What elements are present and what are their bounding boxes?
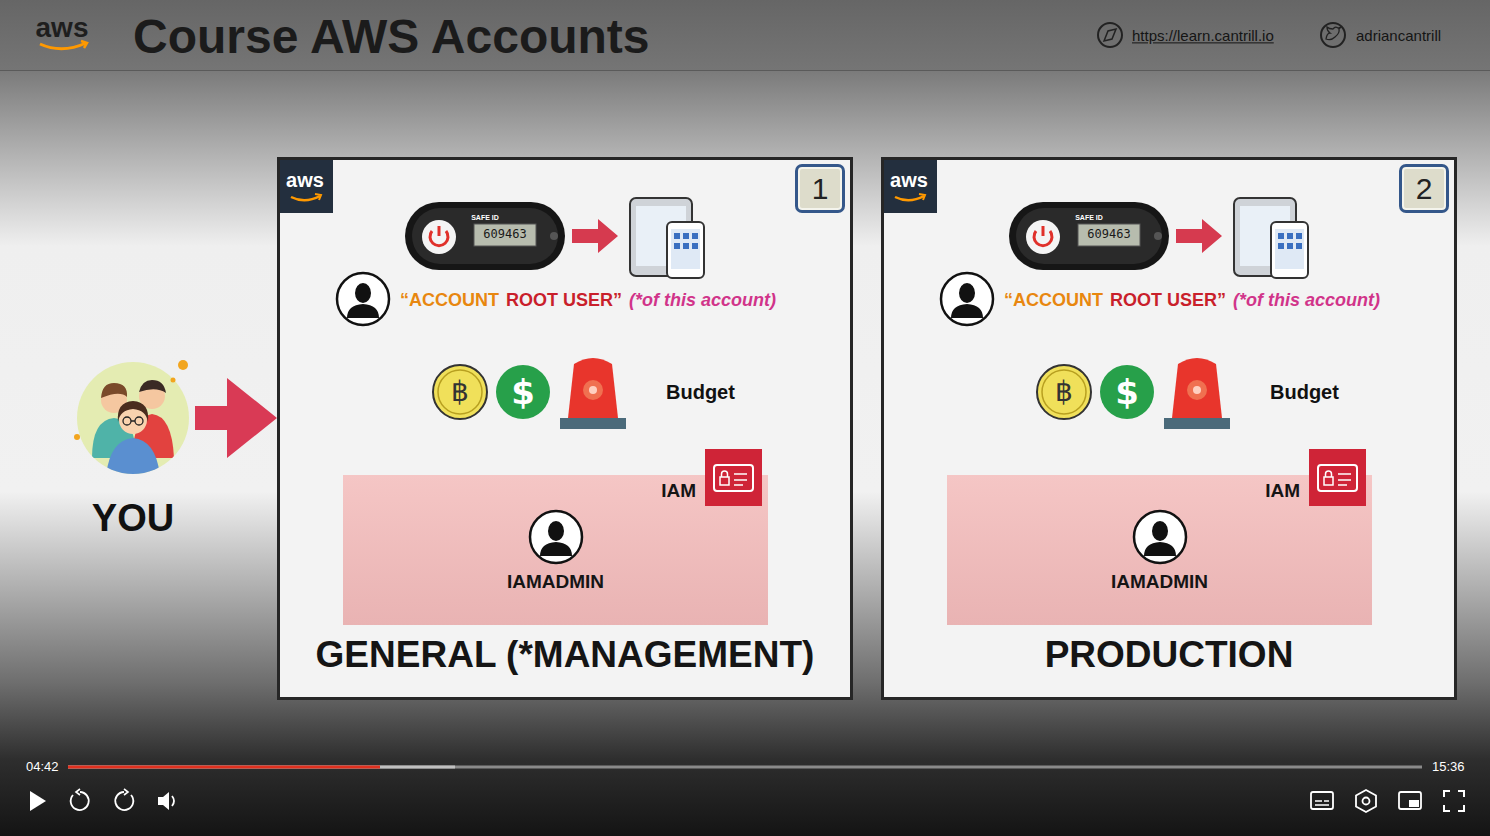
service-label: IAM bbox=[661, 480, 696, 502]
video-controls bbox=[68, 766, 455, 769]
video-controls bbox=[1311, 792, 1333, 809]
video-controls bbox=[124, 789, 128, 795]
account-number: 1 bbox=[812, 171, 829, 206]
video-controls bbox=[1315, 804, 1329, 806]
token-brand: SAFE ID bbox=[1075, 214, 1103, 222]
aws-account-box: PRODUCTION 2IAM IAMADMIN bbox=[881, 157, 1457, 700]
coin-symbol: $ bbox=[1115, 373, 1139, 412]
people-illustration bbox=[178, 360, 188, 370]
compass-icon bbox=[1098, 23, 1122, 47]
people-illustration bbox=[74, 360, 189, 476]
iam-user-name: IAMADMIN bbox=[507, 571, 604, 593]
account-name: PRODUCTION bbox=[1045, 634, 1294, 677]
account-number: 2 bbox=[1416, 171, 1433, 206]
video-controls bbox=[1315, 800, 1322, 802]
token-code: 609463 bbox=[483, 228, 526, 242]
root-user-label: (*of this account) bbox=[1233, 290, 1380, 311]
people-illustration bbox=[123, 417, 131, 425]
root-user-label: “ACCOUNT bbox=[1004, 290, 1103, 311]
people-illustration bbox=[135, 417, 143, 425]
people-group: YOU bbox=[75, 355, 191, 543]
coin-symbol: $ bbox=[511, 373, 535, 412]
aws-logo-text: aws bbox=[36, 12, 89, 44]
aws-badge-text: aws bbox=[890, 169, 928, 192]
website-link: https://learn.cantrill.io bbox=[1132, 27, 1274, 44]
video-controls bbox=[1409, 800, 1419, 807]
coin-symbol: ฿ bbox=[451, 376, 469, 408]
account-illustration bbox=[881, 157, 1457, 700]
budget-label: Budget bbox=[666, 381, 735, 404]
video-controls bbox=[68, 766, 1422, 769]
header-rule bbox=[0, 70, 1490, 71]
twitter-icon bbox=[1326, 27, 1341, 40]
compass-icon bbox=[1098, 23, 1122, 47]
slide-ground bbox=[0, 70, 1490, 836]
video-controls bbox=[1444, 791, 1464, 811]
header-bar bbox=[0, 0, 1490, 70]
video-controls bbox=[76, 789, 80, 795]
video-controls bbox=[1399, 792, 1421, 809]
video-controls bbox=[1324, 800, 1329, 802]
twitter-icon bbox=[1321, 23, 1345, 47]
video-controls bbox=[158, 792, 169, 810]
coin-symbol: ฿ bbox=[1055, 376, 1073, 408]
people-illustration bbox=[171, 378, 176, 383]
budget-label: Budget bbox=[1270, 381, 1339, 404]
token-code: 609463 bbox=[1087, 228, 1130, 242]
account-name: GENERAL (*MANAGEMENT) bbox=[316, 634, 815, 677]
video-controls bbox=[1363, 798, 1370, 805]
people-illustration bbox=[106, 438, 160, 476]
actor-label: YOU bbox=[92, 497, 174, 541]
aws-badge-text: aws bbox=[286, 169, 324, 192]
people-illustration bbox=[118, 401, 148, 422]
video-time: 04:42 bbox=[26, 760, 59, 775]
root-user-label: (*of this account) bbox=[629, 290, 776, 311]
iam-panel: IAM IAMADMIN bbox=[343, 475, 768, 625]
compass-icon bbox=[1104, 29, 1116, 41]
root-user-label: ROOT USER” bbox=[506, 290, 622, 311]
twitter-handle: adriancantrill bbox=[1356, 27, 1441, 44]
slide-title: Course AWS Accounts bbox=[133, 9, 650, 64]
people-illustration bbox=[131, 420, 135, 421]
video-controls bbox=[172, 796, 174, 806]
account-number-badge: 1 bbox=[795, 164, 845, 213]
service-label: IAM bbox=[1265, 480, 1300, 502]
root-user-label: ROOT USER” bbox=[1110, 290, 1226, 311]
people-illustration bbox=[101, 383, 127, 398]
iam-panel: IAM IAMADMIN bbox=[947, 475, 1372, 625]
people-illustration bbox=[92, 380, 174, 476]
twitter-icon bbox=[1321, 23, 1345, 47]
root-user-label: “ACCOUNT bbox=[400, 290, 499, 311]
video-controls bbox=[30, 767, 1464, 812]
token-brand: SAFE ID bbox=[471, 214, 499, 222]
people-illustration bbox=[139, 380, 166, 393]
account-illustration bbox=[277, 157, 853, 700]
video-controls bbox=[1356, 790, 1376, 812]
aws-account-box: GENERAL (*MANAGEMENT) 1IAM IAMADMIN bbox=[277, 157, 853, 700]
people-illustration bbox=[74, 434, 80, 440]
account-number-badge: 2 bbox=[1399, 164, 1449, 213]
video-controls bbox=[30, 791, 46, 811]
video-controls bbox=[68, 766, 380, 769]
flow-arrow bbox=[195, 378, 277, 458]
aws-logo bbox=[40, 43, 86, 49]
iam-user-name: IAMADMIN bbox=[1111, 571, 1208, 593]
video-time: 15:36 bbox=[1432, 760, 1465, 775]
